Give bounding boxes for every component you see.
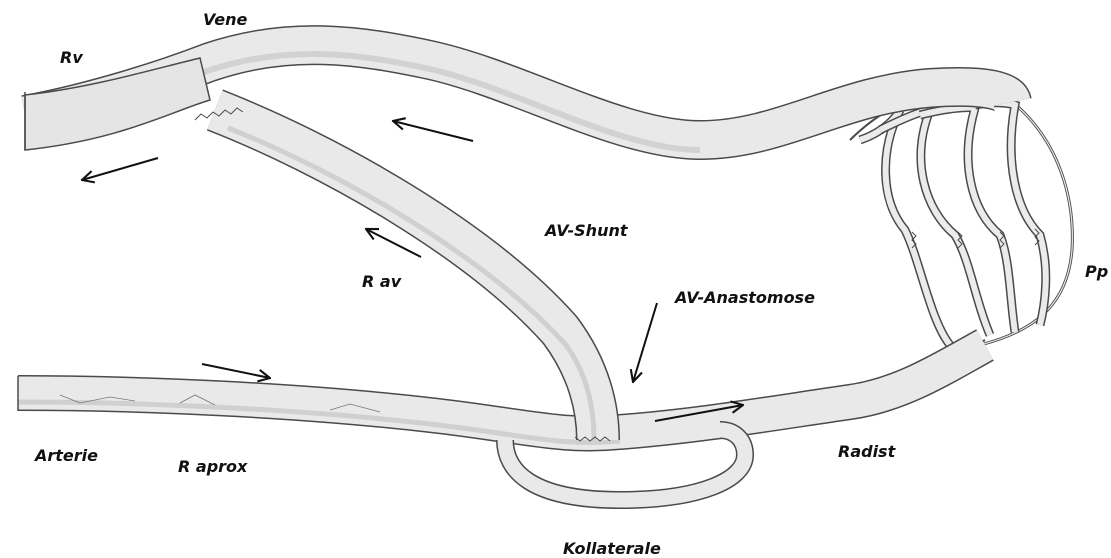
arrow-artery-inflow <box>202 364 270 378</box>
arrow-vein-outflow <box>82 158 158 180</box>
arrow-anastomose-pointer <box>633 303 657 382</box>
label-pp: Pp <box>1085 264 1108 280</box>
label-r-av: R av <box>362 274 401 290</box>
label-vene: Vene <box>203 12 247 28</box>
label-arterie: Arterie <box>35 448 98 464</box>
arrow-vein-flow <box>393 121 473 141</box>
artery <box>18 345 985 443</box>
label-av-anastomose: AV-Anastomose <box>675 290 815 306</box>
label-rv: Rv <box>60 50 83 66</box>
label-radist: Radist <box>838 444 895 460</box>
flow-arrows <box>82 121 743 421</box>
label-r-aprox: R aprox <box>178 459 247 475</box>
label-kollaterale: Kollaterale <box>563 541 661 557</box>
label-av-shunt: AV-Shunt <box>545 223 628 239</box>
